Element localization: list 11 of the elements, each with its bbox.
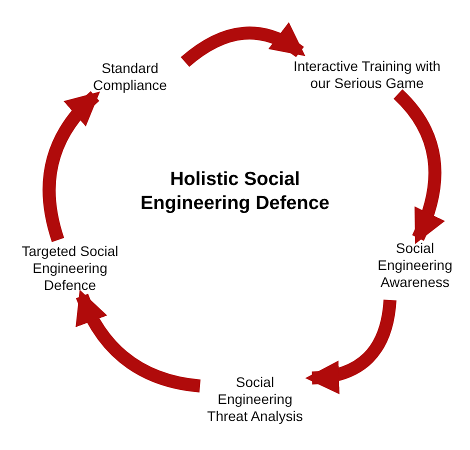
step-label: Targeted Social Engineering Defence — [8, 243, 132, 294]
step-label: Standard Compliance — [75, 60, 185, 94]
step-label: Interactive Training with our Serious Game — [292, 58, 442, 92]
curved-arrow — [180, 22, 306, 68]
step-label: Social Engineering Threat Analysis — [200, 374, 310, 425]
curved-arrow — [76, 290, 201, 392]
curved-arrow — [42, 91, 100, 242]
diagram-title: Holistic Social Engineering Defence — [140, 168, 330, 216]
curved-arrow — [393, 89, 444, 244]
step-label: Social Engineering Awareness — [362, 240, 468, 291]
curved-arrow — [305, 299, 396, 393]
